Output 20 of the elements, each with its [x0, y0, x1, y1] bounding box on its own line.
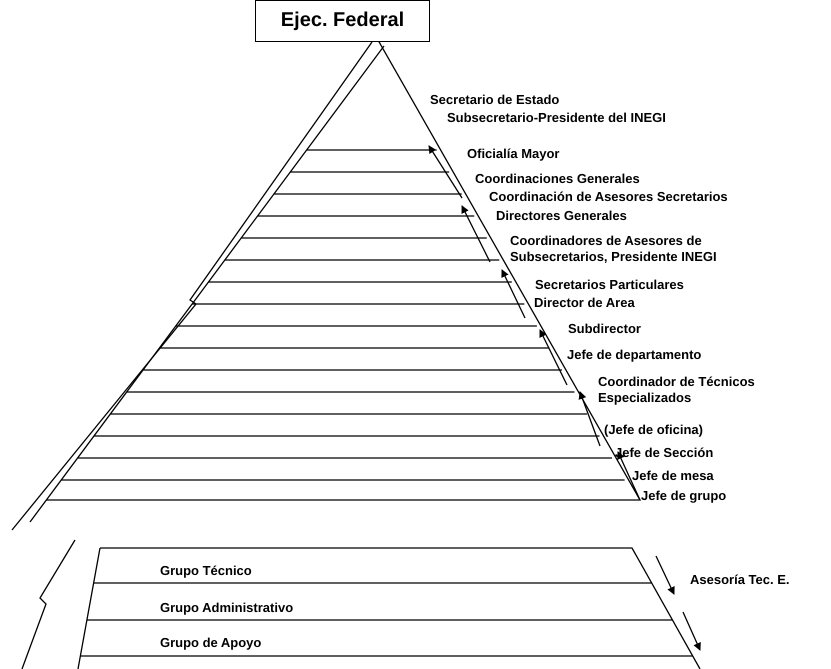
- band-label: Grupo Técnico: [160, 563, 252, 579]
- rank-label: Secretario de Estado: [430, 92, 560, 108]
- rank-label: Oficialía Mayor: [467, 146, 560, 162]
- rank-label: Secretarios Particulares: [535, 277, 684, 293]
- rank-label: Coordinación de Asesores Secretarios: [489, 189, 728, 205]
- band-label: Grupo Administrativo: [160, 600, 294, 616]
- rank-label: (Jefe de oficina): [604, 422, 703, 438]
- rank-label: Jefe de departamento: [567, 347, 702, 363]
- rank-label: Subdirector: [568, 321, 641, 337]
- band-label: Grupo de Apoyo: [160, 635, 262, 651]
- title-box: Ejec. Federal: [255, 0, 430, 42]
- rank-label: Subsecretario-Presidente del INEGI: [447, 110, 666, 126]
- rank-label: Director de Area: [534, 295, 635, 311]
- rank-label: Asesoría Tec. E.: [690, 572, 790, 588]
- rank-label: Coordinadores de Asesores de Subsecretarios, Presidente INEGI: [510, 233, 718, 265]
- rank-label: Coordinaciones Generales: [475, 171, 640, 187]
- rank-label: Directores Generales: [496, 208, 627, 224]
- rank-label: Jefe de mesa: [632, 468, 714, 484]
- rank-label: Jefe de grupo: [641, 488, 726, 504]
- rank-label: Coordinador de Técnicos Especializados: [598, 374, 756, 406]
